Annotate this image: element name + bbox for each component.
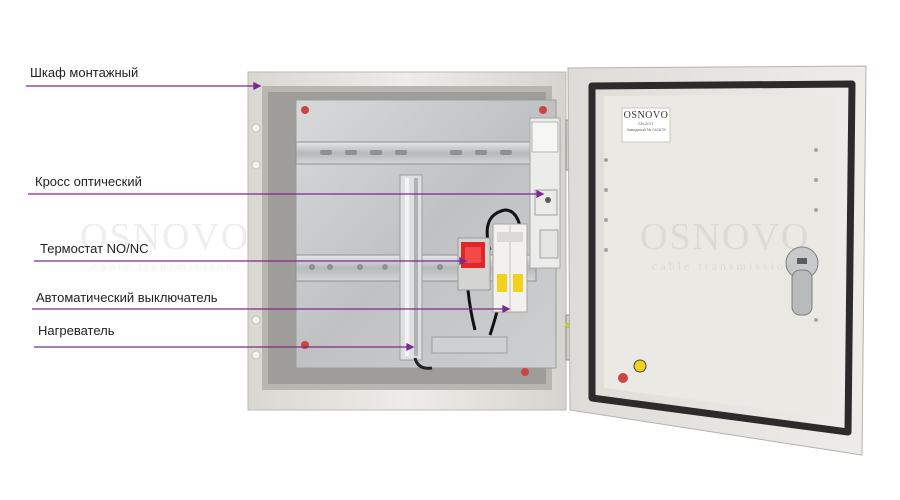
cabinet-door bbox=[567, 65, 867, 456]
circuit-breaker bbox=[492, 223, 528, 313]
watermark-tagline-right: cable transmission bbox=[652, 259, 795, 273]
label-heater: Нагреватель bbox=[38, 323, 115, 338]
watermark-brand-left: OSNOVO bbox=[80, 216, 251, 258]
optical-cross bbox=[529, 117, 561, 269]
heater bbox=[399, 174, 508, 370]
watermark-left: OSNOVO cable transmission bbox=[80, 215, 250, 274]
label-circuit-breaker: Автоматический выключатель bbox=[36, 290, 218, 305]
thermostat bbox=[457, 237, 491, 291]
watermark-brand-right: OSNOVO bbox=[640, 216, 811, 258]
door-nameplate bbox=[621, 107, 671, 143]
door-plate-line-2: Заводской № 041679 bbox=[626, 127, 666, 132]
door-lock bbox=[785, 246, 819, 316]
door-plate-line-1: SN-2071 bbox=[638, 121, 654, 126]
watermark-tagline-left: cable transmission bbox=[92, 259, 235, 273]
label-cabinet: Шкаф монтажный bbox=[30, 65, 139, 80]
door-brand: OSNOVO bbox=[623, 110, 669, 121]
door-nameplate-text: OSNOVO SN-2071 Заводской № 041679 bbox=[622, 110, 670, 133]
label-optical-cross: Кросс оптический bbox=[35, 174, 142, 189]
label-thermostat: Термостат NO/NC bbox=[40, 241, 149, 256]
watermark-right: OSNOVO cable transmission bbox=[640, 215, 810, 274]
din-rail-top bbox=[295, 141, 537, 165]
pointer-lines bbox=[26, 81, 545, 352]
